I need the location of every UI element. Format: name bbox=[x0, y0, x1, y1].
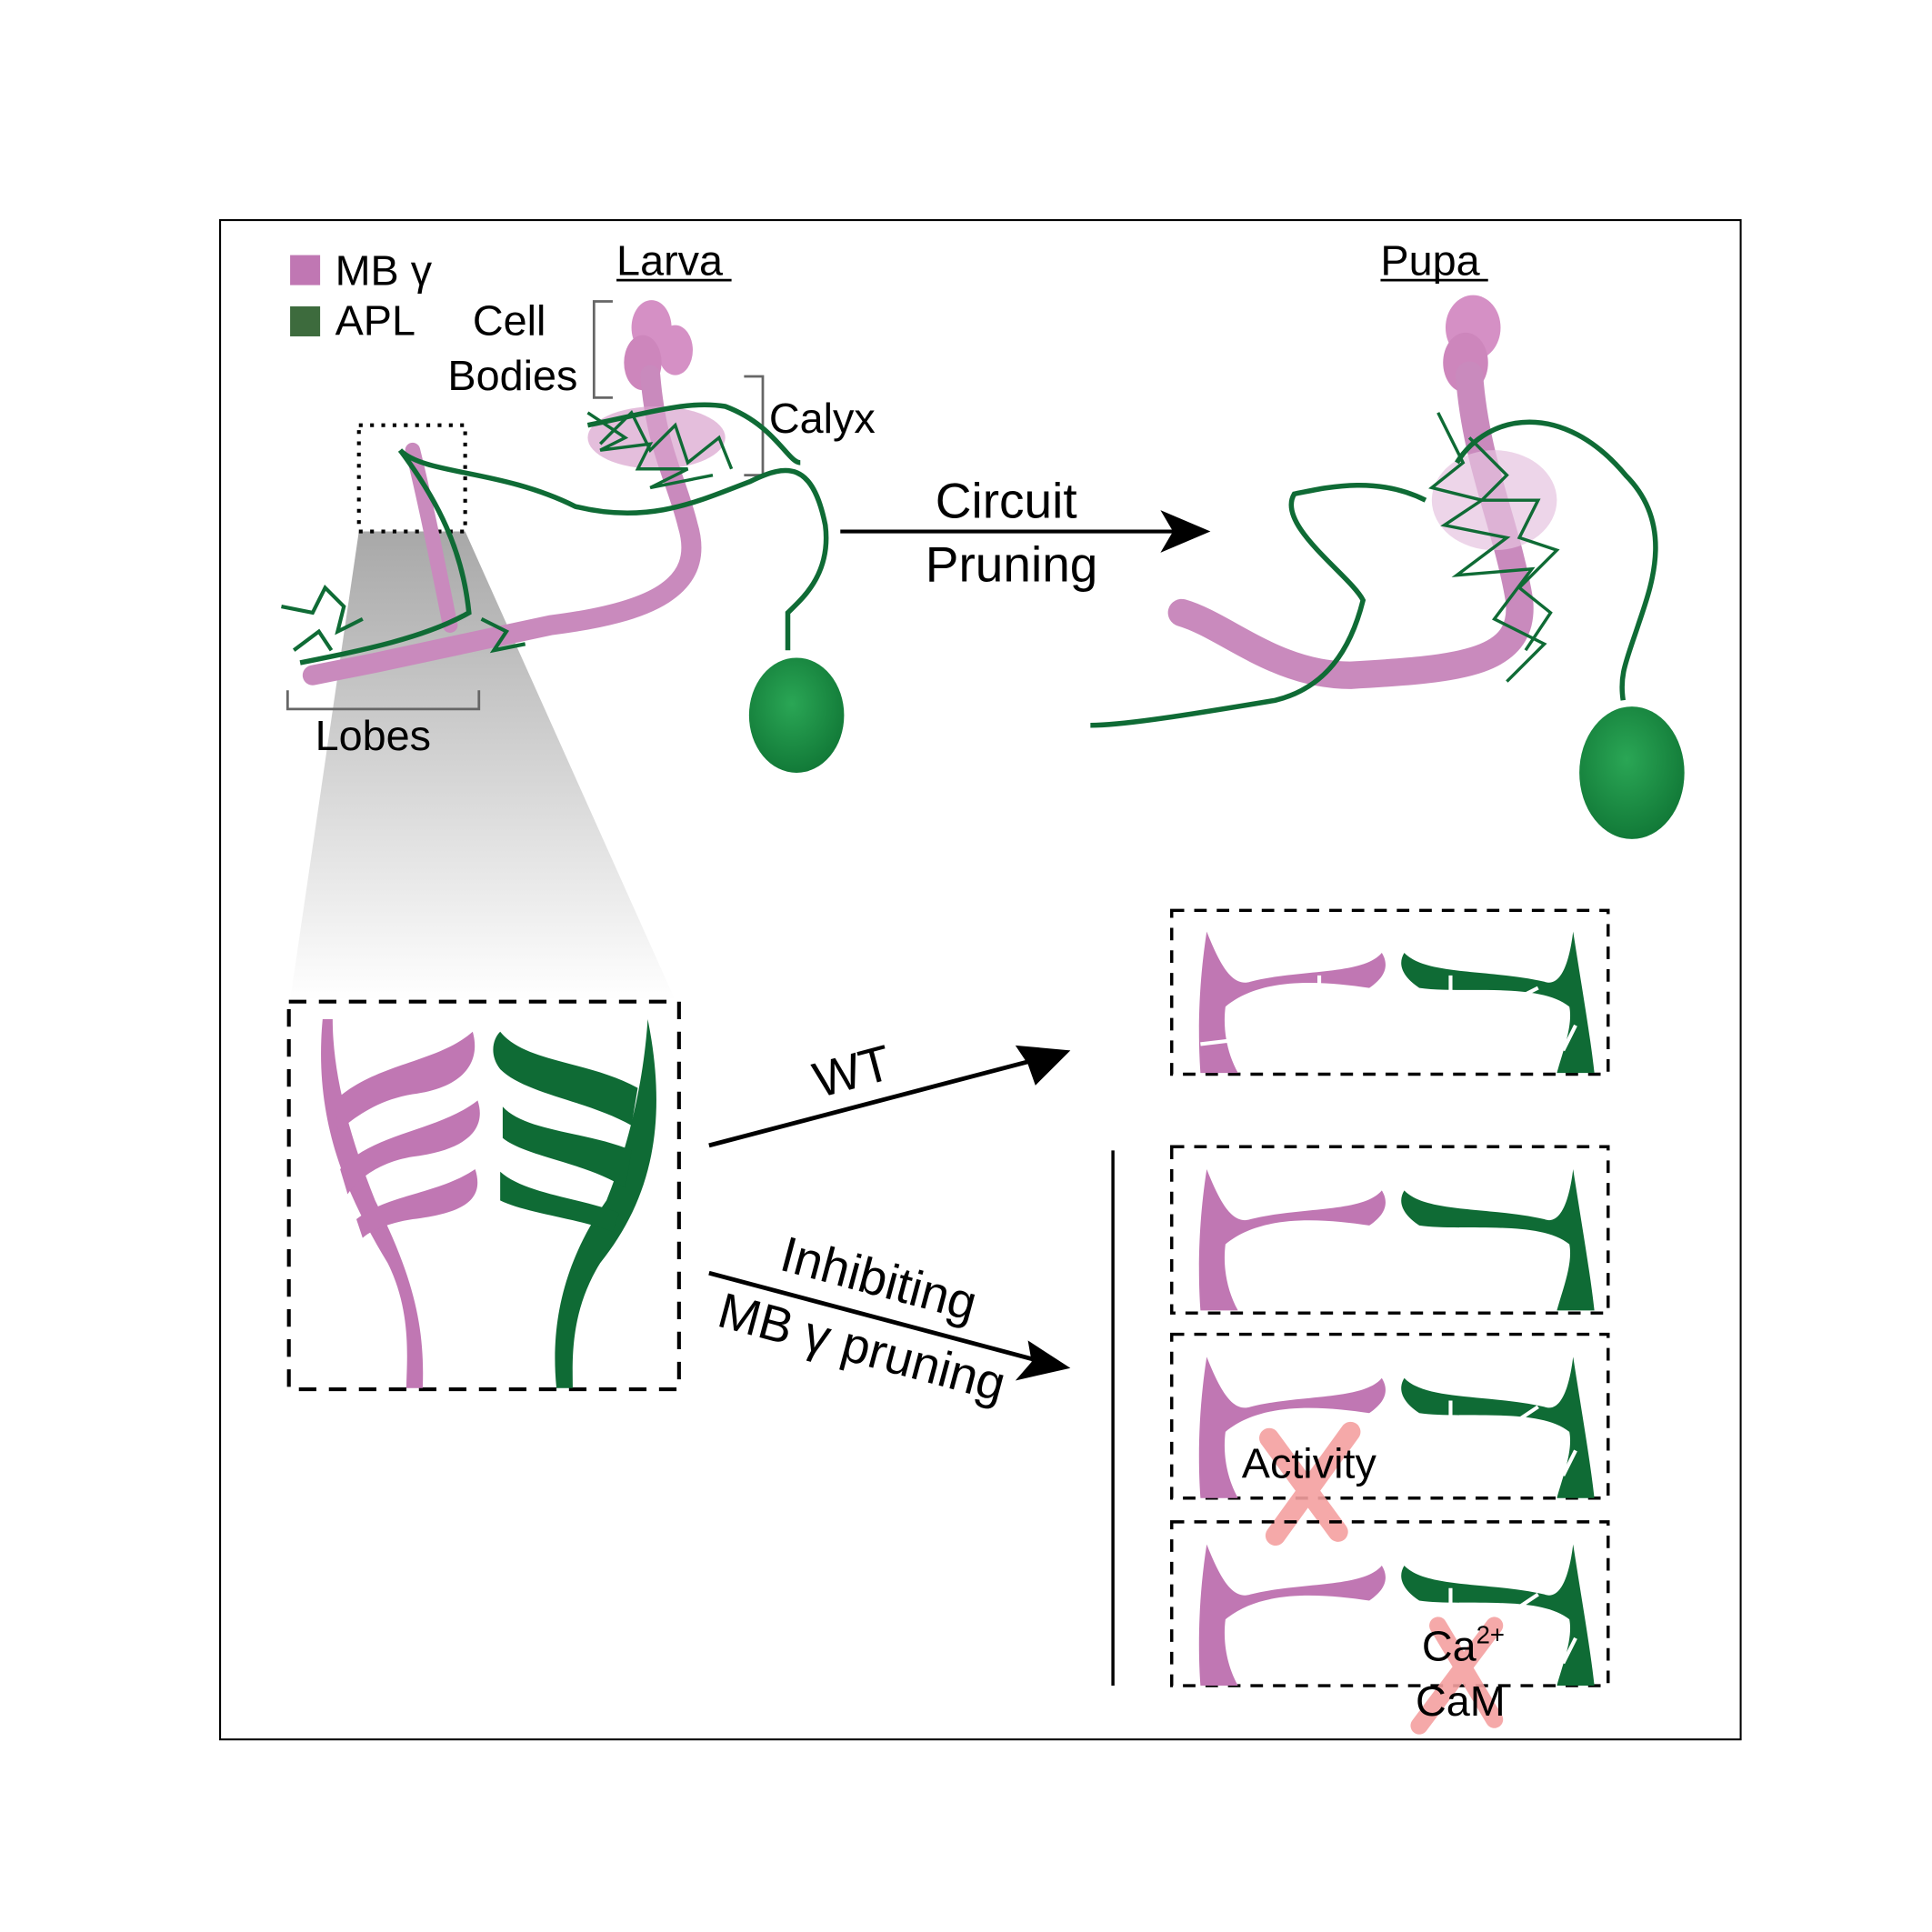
circuit-label: Circuit bbox=[936, 472, 1077, 528]
activity-cross-icon bbox=[1259, 1421, 1361, 1546]
activity-label: Activity bbox=[1242, 1440, 1377, 1487]
inhibiting-arrow-head bbox=[1015, 1340, 1071, 1381]
cell-bodies-bracket bbox=[592, 300, 613, 399]
cam-label: CaM bbox=[1416, 1677, 1506, 1725]
lobe-detail-apl bbox=[493, 1018, 656, 1388]
legend-label-mb: MB γ bbox=[335, 247, 433, 295]
panel-inhibited bbox=[1170, 1145, 1610, 1315]
legend: MB γ APL bbox=[290, 247, 433, 345]
lobes-label: Lobes bbox=[315, 712, 431, 759]
ca-label: Ca2+ bbox=[1422, 1620, 1505, 1669]
lobe-detail-box bbox=[286, 999, 681, 1392]
ca-text: Ca bbox=[1422, 1623, 1477, 1670]
figure-frame bbox=[219, 219, 1742, 1741]
circuit-pruning-arrow-head bbox=[1160, 510, 1211, 553]
larva-apl-neuron bbox=[281, 402, 829, 666]
panel-wt bbox=[1170, 908, 1610, 1076]
legend-swatch-apl bbox=[290, 305, 321, 336]
larva-title: Larva bbox=[616, 237, 723, 285]
lobes-bracket bbox=[285, 690, 481, 711]
pruning-label: Pruning bbox=[926, 536, 1098, 593]
larva-apl-soma bbox=[748, 657, 845, 773]
pupa-apl-soma bbox=[1579, 706, 1685, 839]
calyx-label: Calyx bbox=[769, 395, 876, 442]
ca-superscript: 2+ bbox=[1477, 1620, 1505, 1648]
lobe-detail-mb bbox=[321, 1018, 480, 1388]
zoom-cone bbox=[290, 531, 676, 1001]
legend-label-apl: APL bbox=[335, 297, 415, 345]
wt-label: WT bbox=[807, 1034, 897, 1108]
cell-label: Cell bbox=[473, 297, 546, 345]
zoom-region-box bbox=[356, 423, 467, 534]
pupa-title: Pupa bbox=[1380, 237, 1479, 285]
legend-swatch-mb bbox=[290, 255, 321, 285]
pupa-apl-neuron bbox=[1090, 412, 1658, 728]
panel-activity-block: Activity bbox=[1170, 1332, 1610, 1546]
wt-arrow-head bbox=[1015, 1045, 1071, 1086]
panel-cacam-block: Ca2+ CaM bbox=[1170, 1520, 1610, 1735]
cacam-cross-icon bbox=[1410, 1617, 1504, 1735]
bodies-label: Bodies bbox=[447, 352, 577, 399]
